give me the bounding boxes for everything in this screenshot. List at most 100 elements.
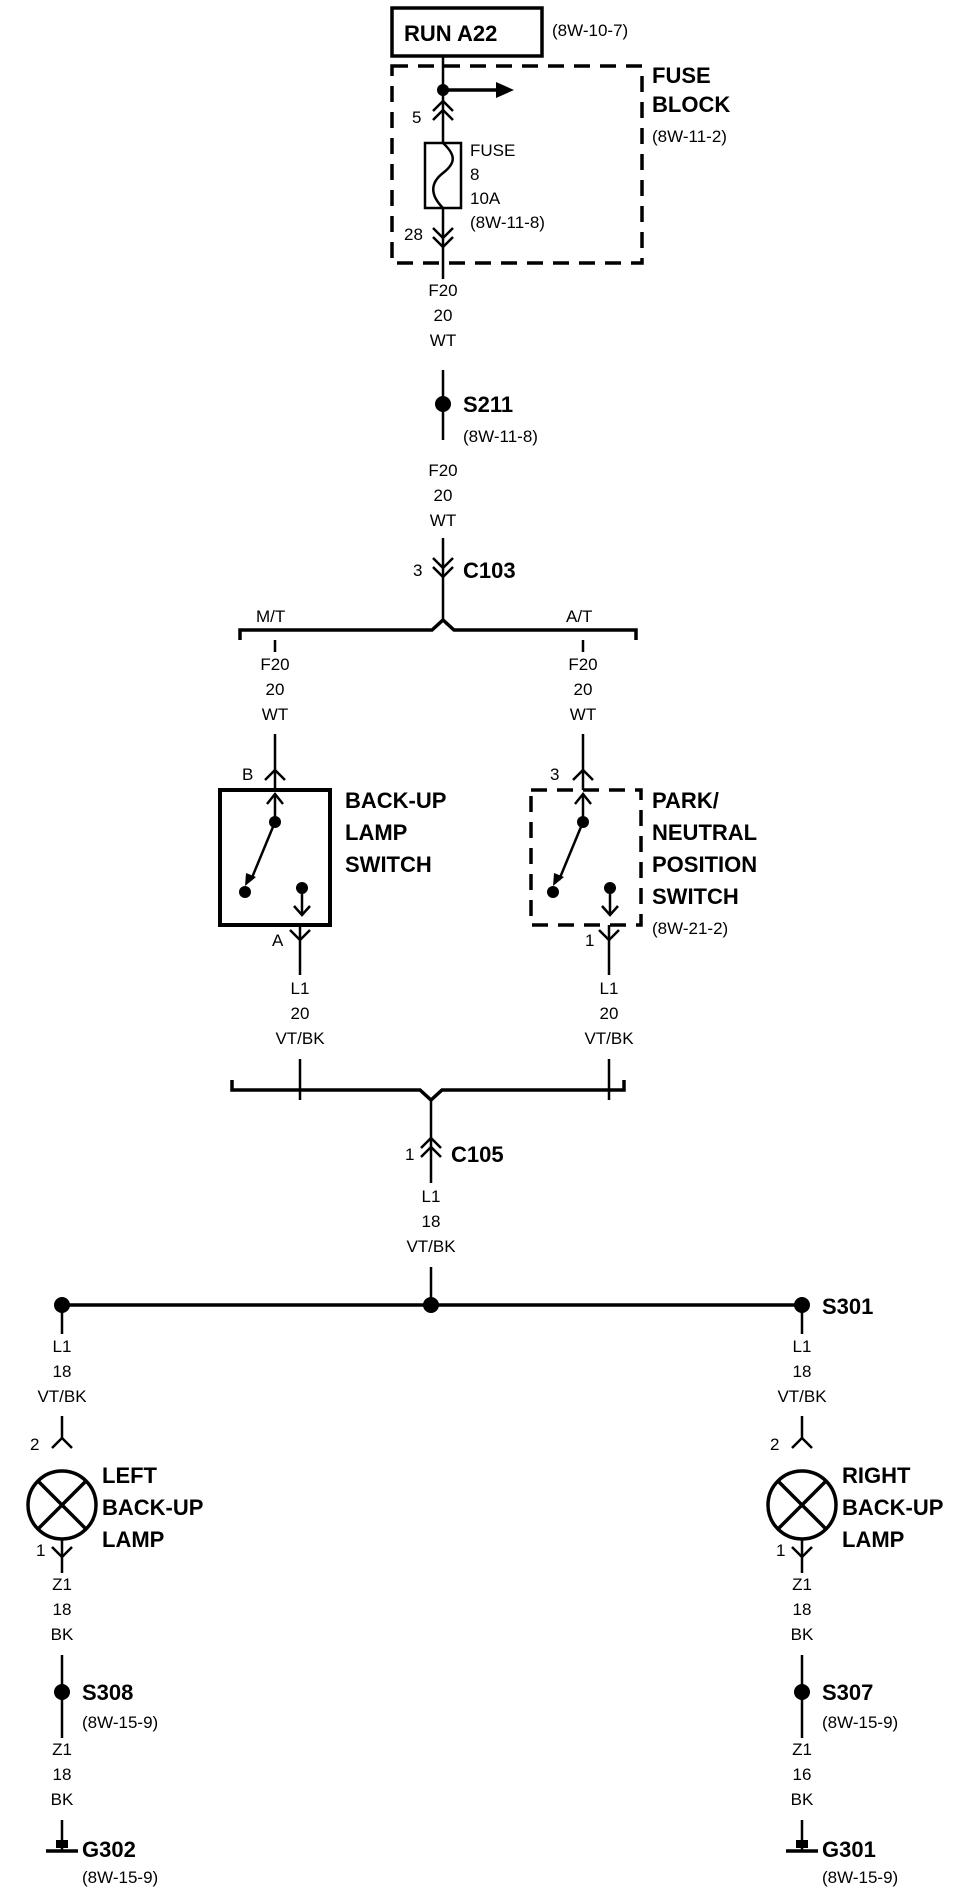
run-a22-label: RUN A22 (404, 21, 497, 46)
fuse-8-element-icon (432, 142, 454, 209)
run-a22-box (390, 6, 544, 58)
option-branch-bracket (238, 617, 638, 640)
label-bg (40, 1738, 84, 1820)
right-lamp-name-1: RIGHT (842, 1463, 911, 1488)
wire-circuit: L1 (600, 979, 619, 998)
park-switch-pin-in: 3 (550, 765, 559, 784)
wire-circuit: F20 (428, 461, 457, 480)
splice-s308-ref: (8W-15-9) (82, 1713, 158, 1732)
wire-color: BK (791, 1790, 814, 1809)
label-bg (401, 1183, 461, 1267)
label-bg (40, 1573, 84, 1655)
park-switch-ref: (8W-21-2) (652, 919, 728, 938)
right-lamp-pin-in: 2 (770, 1435, 779, 1454)
splice-s308-label: S308 (82, 1680, 133, 1705)
wire-gauge: 16 (793, 1765, 812, 1784)
wire-color: VT/BK (584, 1029, 634, 1048)
wire-circuit: F20 (260, 655, 289, 674)
park-switch-box (529, 788, 643, 927)
park-switch-pin-out: 1 (585, 931, 594, 950)
park-switch-name-3: POSITION (652, 852, 757, 877)
wire-color: VT/BK (275, 1029, 325, 1048)
splice-s211-dot (435, 396, 451, 412)
fuse-pin-out: 28 (404, 225, 423, 244)
switch-out-arrow-icon (601, 905, 619, 917)
label-bg (780, 1573, 824, 1655)
center-bus-node (423, 1297, 439, 1313)
wire-circuit: F20 (428, 281, 457, 300)
splice-s307-label: S307 (822, 1680, 873, 1705)
wire-gauge: 20 (434, 486, 453, 505)
fuse-block-outline (390, 64, 644, 265)
wire-gauge: 18 (793, 1600, 812, 1619)
wire-circuit: L1 (422, 1187, 441, 1206)
left-lamp-name-1: LEFT (102, 1463, 158, 1488)
ground-g301-stem (796, 1840, 808, 1848)
c105-label: C105 (451, 1142, 504, 1167)
fuse-label: FUSE (470, 141, 515, 160)
wire-gauge: 20 (600, 1004, 619, 1023)
splice-s211-ref: (8W-11-8) (463, 427, 538, 446)
wire-gauge: 18 (53, 1362, 72, 1381)
wire-color: WT (262, 705, 288, 724)
switch-blade (249, 821, 277, 881)
c103-connector-icon (432, 557, 454, 579)
wire-circuit: F20 (568, 655, 597, 674)
backup-switch-pin-in: B (242, 765, 253, 784)
wire-circuit: Z1 (52, 1740, 72, 1759)
bus-arrow-head (496, 82, 514, 98)
wire-color: BK (791, 1625, 814, 1644)
wire-circuit: L1 (291, 979, 310, 998)
switch-b-connector-icon (264, 768, 286, 781)
left-lamp-name-2: BACK-UP (102, 1495, 203, 1520)
switch-contact-pivot (239, 886, 251, 898)
switch-blade-arrow (553, 873, 564, 886)
ground-g301-ref: (8W-15-9) (822, 1868, 898, 1887)
wire-color: VT/BK (406, 1237, 456, 1256)
wire-gauge: 20 (266, 680, 285, 699)
right-backup-lamp-icon (766, 1469, 838, 1541)
wire-gauge: 18 (793, 1362, 812, 1381)
wire-circuit: L1 (53, 1337, 72, 1356)
switch-out-arrow-icon (293, 905, 311, 917)
wire-color: BK (51, 1790, 74, 1809)
splice-s211-label: S211 (463, 392, 513, 417)
label-bg (770, 1334, 834, 1416)
c103-label: C103 (463, 558, 516, 583)
switch-3-connector-icon (572, 768, 594, 781)
fuse-rating: 10A (470, 189, 501, 208)
wire-gauge: 20 (574, 680, 593, 699)
label-bg (30, 1334, 94, 1416)
fuse-block-ref: (8W-11-2) (652, 127, 727, 146)
ground-g302-stem (56, 1840, 68, 1848)
park-switch-name-2: NEUTRAL (652, 820, 757, 845)
splice-s301-label: S301 (822, 1294, 873, 1319)
left-lamp-pin-in: 2 (30, 1435, 39, 1454)
c105-connector-icon (420, 1136, 442, 1158)
backup-switch-name-1: BACK-UP (345, 788, 446, 813)
wire-gauge: 18 (422, 1212, 441, 1231)
pin-28-connector-icon (432, 227, 454, 249)
fuse-number: 8 (470, 165, 479, 184)
wire-color: WT (430, 331, 456, 350)
wire-gauge: 18 (53, 1765, 72, 1784)
wire-gauge: 20 (291, 1004, 310, 1023)
wire-circuit: Z1 (792, 1575, 812, 1594)
wire-circuit: Z1 (52, 1575, 72, 1594)
backup-switch-box (218, 788, 332, 927)
ground-g302-ref: (8W-15-9) (82, 1868, 158, 1887)
right-lamp-name-3: LAMP (842, 1527, 904, 1552)
label-bg (780, 1738, 824, 1820)
switch-contact-pivot (547, 886, 559, 898)
run-a22-ref: (8W-10-7) (552, 21, 628, 40)
fuse-pin-in: 5 (412, 108, 421, 127)
ground-g302-label: G302 (82, 1837, 136, 1862)
wire-color: BK (51, 1625, 74, 1644)
switch-blade-arrow (245, 873, 256, 886)
label-bg (252, 652, 298, 734)
backup-switch-pin-out: A (272, 931, 284, 950)
label-bg (579, 975, 639, 1059)
fuse-block-title-1: FUSE (652, 63, 711, 88)
branch-mt-label: M/T (256, 607, 285, 626)
